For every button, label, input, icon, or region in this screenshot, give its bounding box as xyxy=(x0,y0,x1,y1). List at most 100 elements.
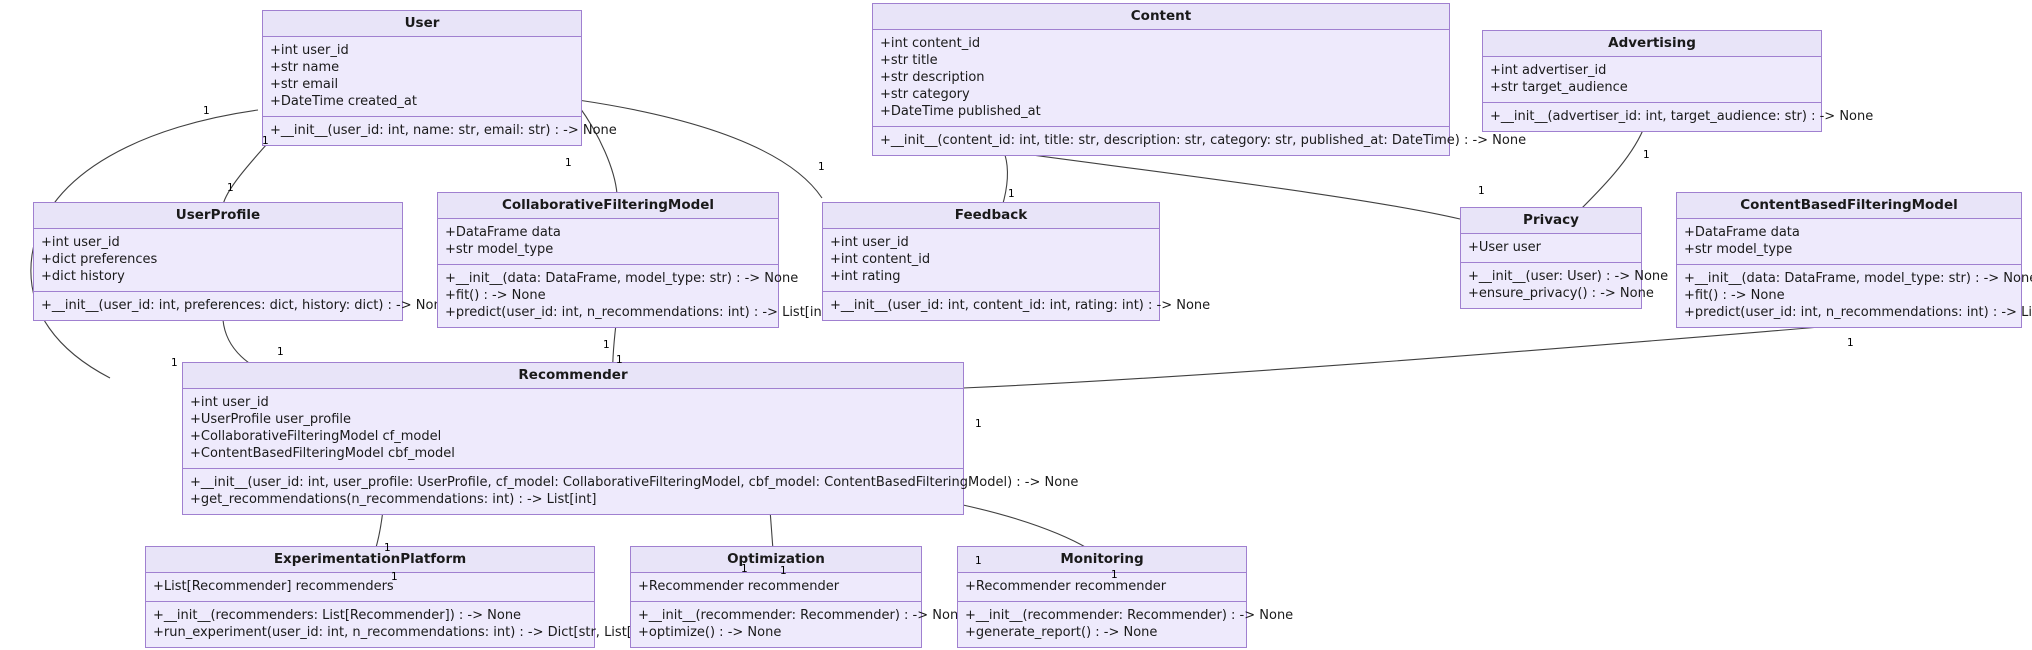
attribute-row: +DateTime created_at xyxy=(270,94,417,109)
class-box-advertising[interactable]: Advertising +int advertiser_id +str targ… xyxy=(1482,30,1874,132)
method-row: +fit() : -> None xyxy=(1684,288,1785,303)
multiplicity-label: 1 xyxy=(1008,188,1015,200)
methods-compartment: +__init__(user_id: int, name: str, email… xyxy=(263,117,617,145)
multiplicity-label: 1 xyxy=(227,182,234,194)
class-box-optimization[interactable]: Optimization +Recommender recommender +_… xyxy=(630,546,967,648)
attribute-row: +User user xyxy=(1468,240,1542,255)
multiplicity-label: 1 xyxy=(975,418,982,430)
attributes-compartment: +int user_id +UserProfile user_profile +… xyxy=(183,389,963,469)
class-title: CollaborativeFilteringModel xyxy=(438,193,778,219)
methods-compartment: +__init__(user_id: int, content_id: int,… xyxy=(823,292,1211,320)
multiplicity-label: 1 xyxy=(203,105,210,117)
method-row: +ensure_privacy() : -> None xyxy=(1468,286,1654,301)
multiplicity-label: 1 xyxy=(616,354,623,366)
attribute-row: +int user_id xyxy=(830,235,909,250)
multiplicity-label: 1 xyxy=(603,339,610,351)
class-box-content[interactable]: Content +int content_id +str title +str … xyxy=(872,3,1527,156)
multiplicity-label: 1 xyxy=(1847,337,1854,349)
class-title: Monitoring xyxy=(958,547,1246,573)
method-row: +__init__(recommender: Recommender) : ->… xyxy=(965,608,1294,623)
class-title: Privacy xyxy=(1461,208,1641,234)
attributes-compartment: +DataFrame data +str model_type xyxy=(1677,219,2021,265)
method-row: +__init__(user: User) : -> None xyxy=(1468,269,1669,284)
class-box-feedback[interactable]: Feedback +int user_id +int content_id +i… xyxy=(822,202,1211,321)
multiplicity-label: 1 xyxy=(391,571,398,583)
attribute-row: +DateTime published_at xyxy=(880,104,1041,119)
class-title: User xyxy=(263,11,581,37)
method-row: +predict(user_id: int, n_recommendations… xyxy=(1684,305,2032,320)
attribute-row: +UserProfile user_profile xyxy=(190,412,351,427)
class-box-collaborativefilteringmodel[interactable]: CollaborativeFilteringModel +DataFrame d… xyxy=(437,192,832,328)
edge-content-feedback xyxy=(1001,154,1009,208)
class-title: Recommender xyxy=(183,363,963,389)
attribute-row: +str model_type xyxy=(445,242,554,257)
methods-compartment: +__init__(recommender: Recommender) : ->… xyxy=(631,602,967,647)
attribute-row: +int user_id xyxy=(41,235,120,250)
class-title: ExperimentationPlatform xyxy=(146,547,594,573)
multiplicity-label: 1 xyxy=(1643,149,1650,161)
attribute-row: +int content_id xyxy=(880,36,981,51)
class-title: Optimization xyxy=(631,547,921,573)
multiplicity-label: 1 xyxy=(171,357,178,369)
class-box-monitoring[interactable]: Monitoring +Recommender recommender +__i… xyxy=(957,546,1294,648)
method-row: +predict(user_id: int, n_recommendations… xyxy=(445,305,832,320)
methods-compartment: +__init__(recommender: Recommender) : ->… xyxy=(958,602,1294,647)
multiplicity-label: 1 xyxy=(818,161,825,173)
class-title: Feedback xyxy=(823,203,1159,229)
attributes-compartment: +User user xyxy=(1461,234,1641,263)
attributes-compartment: +DataFrame data +str model_type xyxy=(438,219,778,265)
method-row: +get_recommendations(n_recommendations: … xyxy=(190,492,597,507)
edge-user-feedback xyxy=(577,99,823,199)
method-row: +__init__(recommenders: List[Recommender… xyxy=(153,608,522,623)
class-title: Content xyxy=(873,4,1449,30)
method-row: +__init__(content_id: int, title: str, d… xyxy=(880,133,1527,148)
class-box-recommender[interactable]: Recommender +int user_id +UserProfile us… xyxy=(182,362,1079,515)
class-box-contentbasedfilteringmodel[interactable]: ContentBasedFilteringModel +DataFrame da… xyxy=(1676,192,2032,328)
attribute-row: +str model_type xyxy=(1684,242,1793,257)
method-row: +__init__(user_id: int, name: str, email… xyxy=(270,123,617,138)
method-row: +__init__(advertiser_id: int, target_aud… xyxy=(1490,109,1874,124)
multiplicity-label: 1 xyxy=(975,555,982,567)
multiplicity-label: 1 xyxy=(277,346,284,358)
attributes-compartment: +int user_id +dict preferences +dict his… xyxy=(34,229,402,292)
attribute-row: +int content_id xyxy=(830,252,931,267)
attributes-compartment: +int user_id +int content_id +int rating xyxy=(823,229,1159,292)
attributes-compartment: +int content_id +str title +str descript… xyxy=(873,30,1449,127)
edge-recommender-cbfmodel xyxy=(962,324,1846,389)
attribute-row: +str category xyxy=(880,87,970,102)
attribute-row: +int user_id xyxy=(190,395,269,410)
multiplicity-label: 1 xyxy=(780,565,787,577)
method-row: +__init__(user_id: int, content_id: int,… xyxy=(830,298,1211,313)
multiplicity-label: 1 xyxy=(384,542,391,554)
method-row: +__init__(data: DataFrame, model_type: s… xyxy=(445,271,799,286)
methods-compartment: +__init__(recommenders: List[Recommender… xyxy=(146,602,659,647)
attribute-row: +str name xyxy=(270,60,340,75)
methods-compartment: +__init__(user: User) : -> None +ensure_… xyxy=(1461,263,1669,308)
method-row: +run_experiment(user_id: int, n_recommen… xyxy=(153,625,659,640)
methods-compartment: +__init__(advertiser_id: int, target_aud… xyxy=(1483,103,1874,131)
attributes-compartment: +int advertiser_id +str target_audience xyxy=(1483,57,1821,103)
multiplicity-label: 1 xyxy=(741,563,748,575)
attribute-row: +int user_id xyxy=(270,43,349,58)
attribute-row: +ContentBasedFilteringModel cbf_model xyxy=(190,446,455,461)
method-row: +__init__(user_id: int, user_profile: Us… xyxy=(190,475,1079,490)
attributes-compartment: +Recommender recommender xyxy=(631,573,921,602)
class-title: UserProfile xyxy=(34,203,402,229)
methods-compartment: +__init__(user_id: int, user_profile: Us… xyxy=(183,469,1079,514)
methods-compartment: +__init__(content_id: int, title: str, d… xyxy=(873,127,1527,155)
class-box-privacy[interactable]: Privacy +User user +__init__(user: User)… xyxy=(1460,207,1669,309)
attribute-row: +dict history xyxy=(41,269,125,284)
attribute-row: +dict preferences xyxy=(41,252,158,267)
class-box-experimentationplatform[interactable]: ExperimentationPlatform +List[Recommende… xyxy=(145,546,659,648)
attribute-row: +str title xyxy=(880,53,938,68)
attributes-compartment: +int user_id +str name +str email +DateT… xyxy=(263,37,581,117)
class-box-userprofile[interactable]: UserProfile +int user_id +dict preferenc… xyxy=(33,202,450,321)
attributes-compartment: +List[Recommender] recommenders xyxy=(146,573,594,602)
method-row: +__init__(recommender: Recommender) : ->… xyxy=(638,608,967,623)
attribute-row: +Recommender recommender xyxy=(638,579,840,594)
class-title: Advertising xyxy=(1483,31,1821,57)
class-box-user[interactable]: User +int user_id +str name +str email +… xyxy=(262,10,617,146)
multiplicity-label: 1 xyxy=(262,135,269,147)
method-row: +__init__(user_id: int, preferences: dic… xyxy=(41,298,450,313)
